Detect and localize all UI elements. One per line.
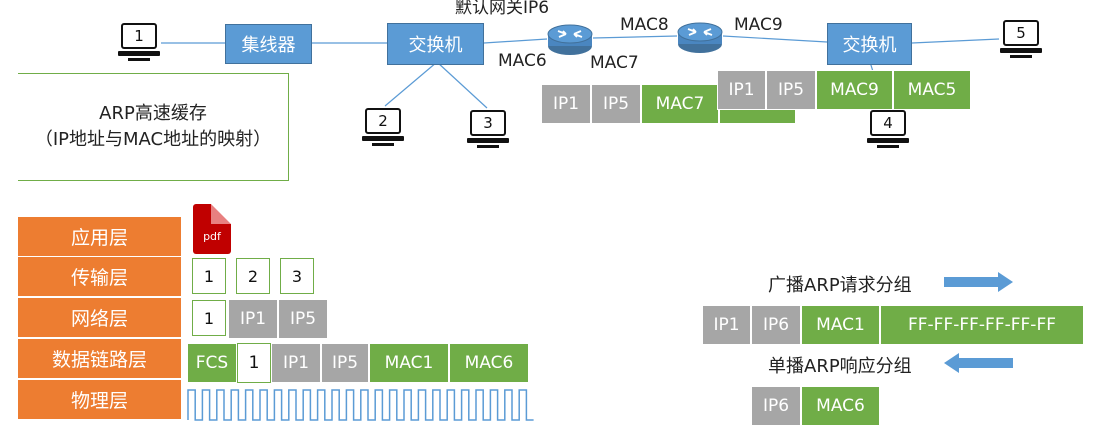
broadcast-src-mac: MAC1 xyxy=(801,305,880,345)
datalink-payload: 1 xyxy=(237,343,271,383)
arp-cache-title: ARP高速缓存 xyxy=(99,103,207,124)
mac9-label: MAC9 xyxy=(734,15,783,35)
arp-cache-subtitle: （IP地址与MAC地址的映射） xyxy=(34,129,272,150)
frame-right-dst-ip: IP5 xyxy=(766,70,816,110)
host-5[interactable]: 5 xyxy=(1000,20,1042,60)
frame-middle-src-ip: IP1 xyxy=(541,84,591,124)
host-1-number: 1 xyxy=(121,23,157,49)
host-2-number: 2 xyxy=(365,108,401,134)
host-2[interactable]: 2 xyxy=(362,108,404,148)
datalink-dst-mac: MAC6 xyxy=(449,343,529,383)
network-payload: 1 xyxy=(192,300,226,336)
unicast-mac: MAC6 xyxy=(801,386,880,426)
mac7-label: MAC7 xyxy=(590,53,639,73)
host-4-number: 4 xyxy=(870,110,906,136)
host-5-number: 5 xyxy=(1003,20,1039,46)
host-3-number: 3 xyxy=(470,110,506,136)
layer-network: 网络层 xyxy=(18,297,181,337)
pdf-icon-text: pdf xyxy=(203,230,221,243)
host-1[interactable]: 1 xyxy=(118,23,160,63)
network-dst-ip: IP5 xyxy=(278,299,328,339)
datalink-src-mac: MAC1 xyxy=(369,343,449,383)
arrow-left-icon xyxy=(944,353,1013,373)
frame-right-src-ip: IP1 xyxy=(717,70,766,110)
mac8-label: MAC8 xyxy=(620,15,669,35)
host-4[interactable]: 4 xyxy=(867,110,909,150)
host-3[interactable]: 3 xyxy=(467,110,509,150)
switch-left-node[interactable]: 交换机 xyxy=(387,23,484,65)
layer-physical: 物理层 xyxy=(18,379,181,419)
layer-transport: 传输层 xyxy=(18,256,181,296)
broadcast-arp-label: 广播ARP请求分组 xyxy=(768,275,912,296)
router-left-icon[interactable] xyxy=(547,22,593,56)
pdf-icon: pdf xyxy=(193,204,231,254)
frame-right-dst-mac: MAC5 xyxy=(893,70,971,110)
unicast-ip: IP6 xyxy=(751,386,801,426)
transport-segment-2: 2 xyxy=(236,258,270,294)
frame-right-src-mac: MAC9 xyxy=(816,70,893,110)
broadcast-dst-mac: FF-FF-FF-FF-FF-FF xyxy=(880,305,1084,345)
datalink-src-ip: IP1 xyxy=(271,343,321,383)
transport-segment-1: 1 xyxy=(192,258,226,294)
broadcast-src-ip: IP1 xyxy=(702,305,751,345)
arrow-right-icon xyxy=(944,272,1013,292)
hub-label: 集线器 xyxy=(241,35,296,56)
switch-left-label: 交换机 xyxy=(408,35,463,56)
datalink-dst-ip: IP5 xyxy=(321,343,369,383)
transport-segment-3: 3 xyxy=(280,258,314,294)
router-right-icon[interactable] xyxy=(677,20,723,54)
arp-cache-panel: ARP高速缓存 （IP地址与MAC地址的映射） xyxy=(18,73,289,181)
layer-datalink: 数据链路层 xyxy=(18,338,181,378)
physical-signal-wave xyxy=(187,389,534,421)
switch-right-label: 交换机 xyxy=(842,35,897,56)
frame-middle-mac: MAC7 xyxy=(641,84,719,124)
broadcast-dst-ip: IP6 xyxy=(751,305,801,345)
network-src-ip: IP1 xyxy=(228,299,278,339)
hub-node[interactable]: 集线器 xyxy=(225,24,312,64)
switch-right-node[interactable]: 交换机 xyxy=(827,23,912,65)
layer-application: 应用层 xyxy=(18,216,181,256)
gateway-label: 默认网关IP6 xyxy=(455,0,550,18)
frame-middle-dst-ip: IP5 xyxy=(591,84,641,124)
datalink-fcs: FCS xyxy=(187,343,237,383)
unicast-arp-label: 单播ARP响应分组 xyxy=(768,356,912,377)
mac6-label: MAC6 xyxy=(498,51,547,71)
